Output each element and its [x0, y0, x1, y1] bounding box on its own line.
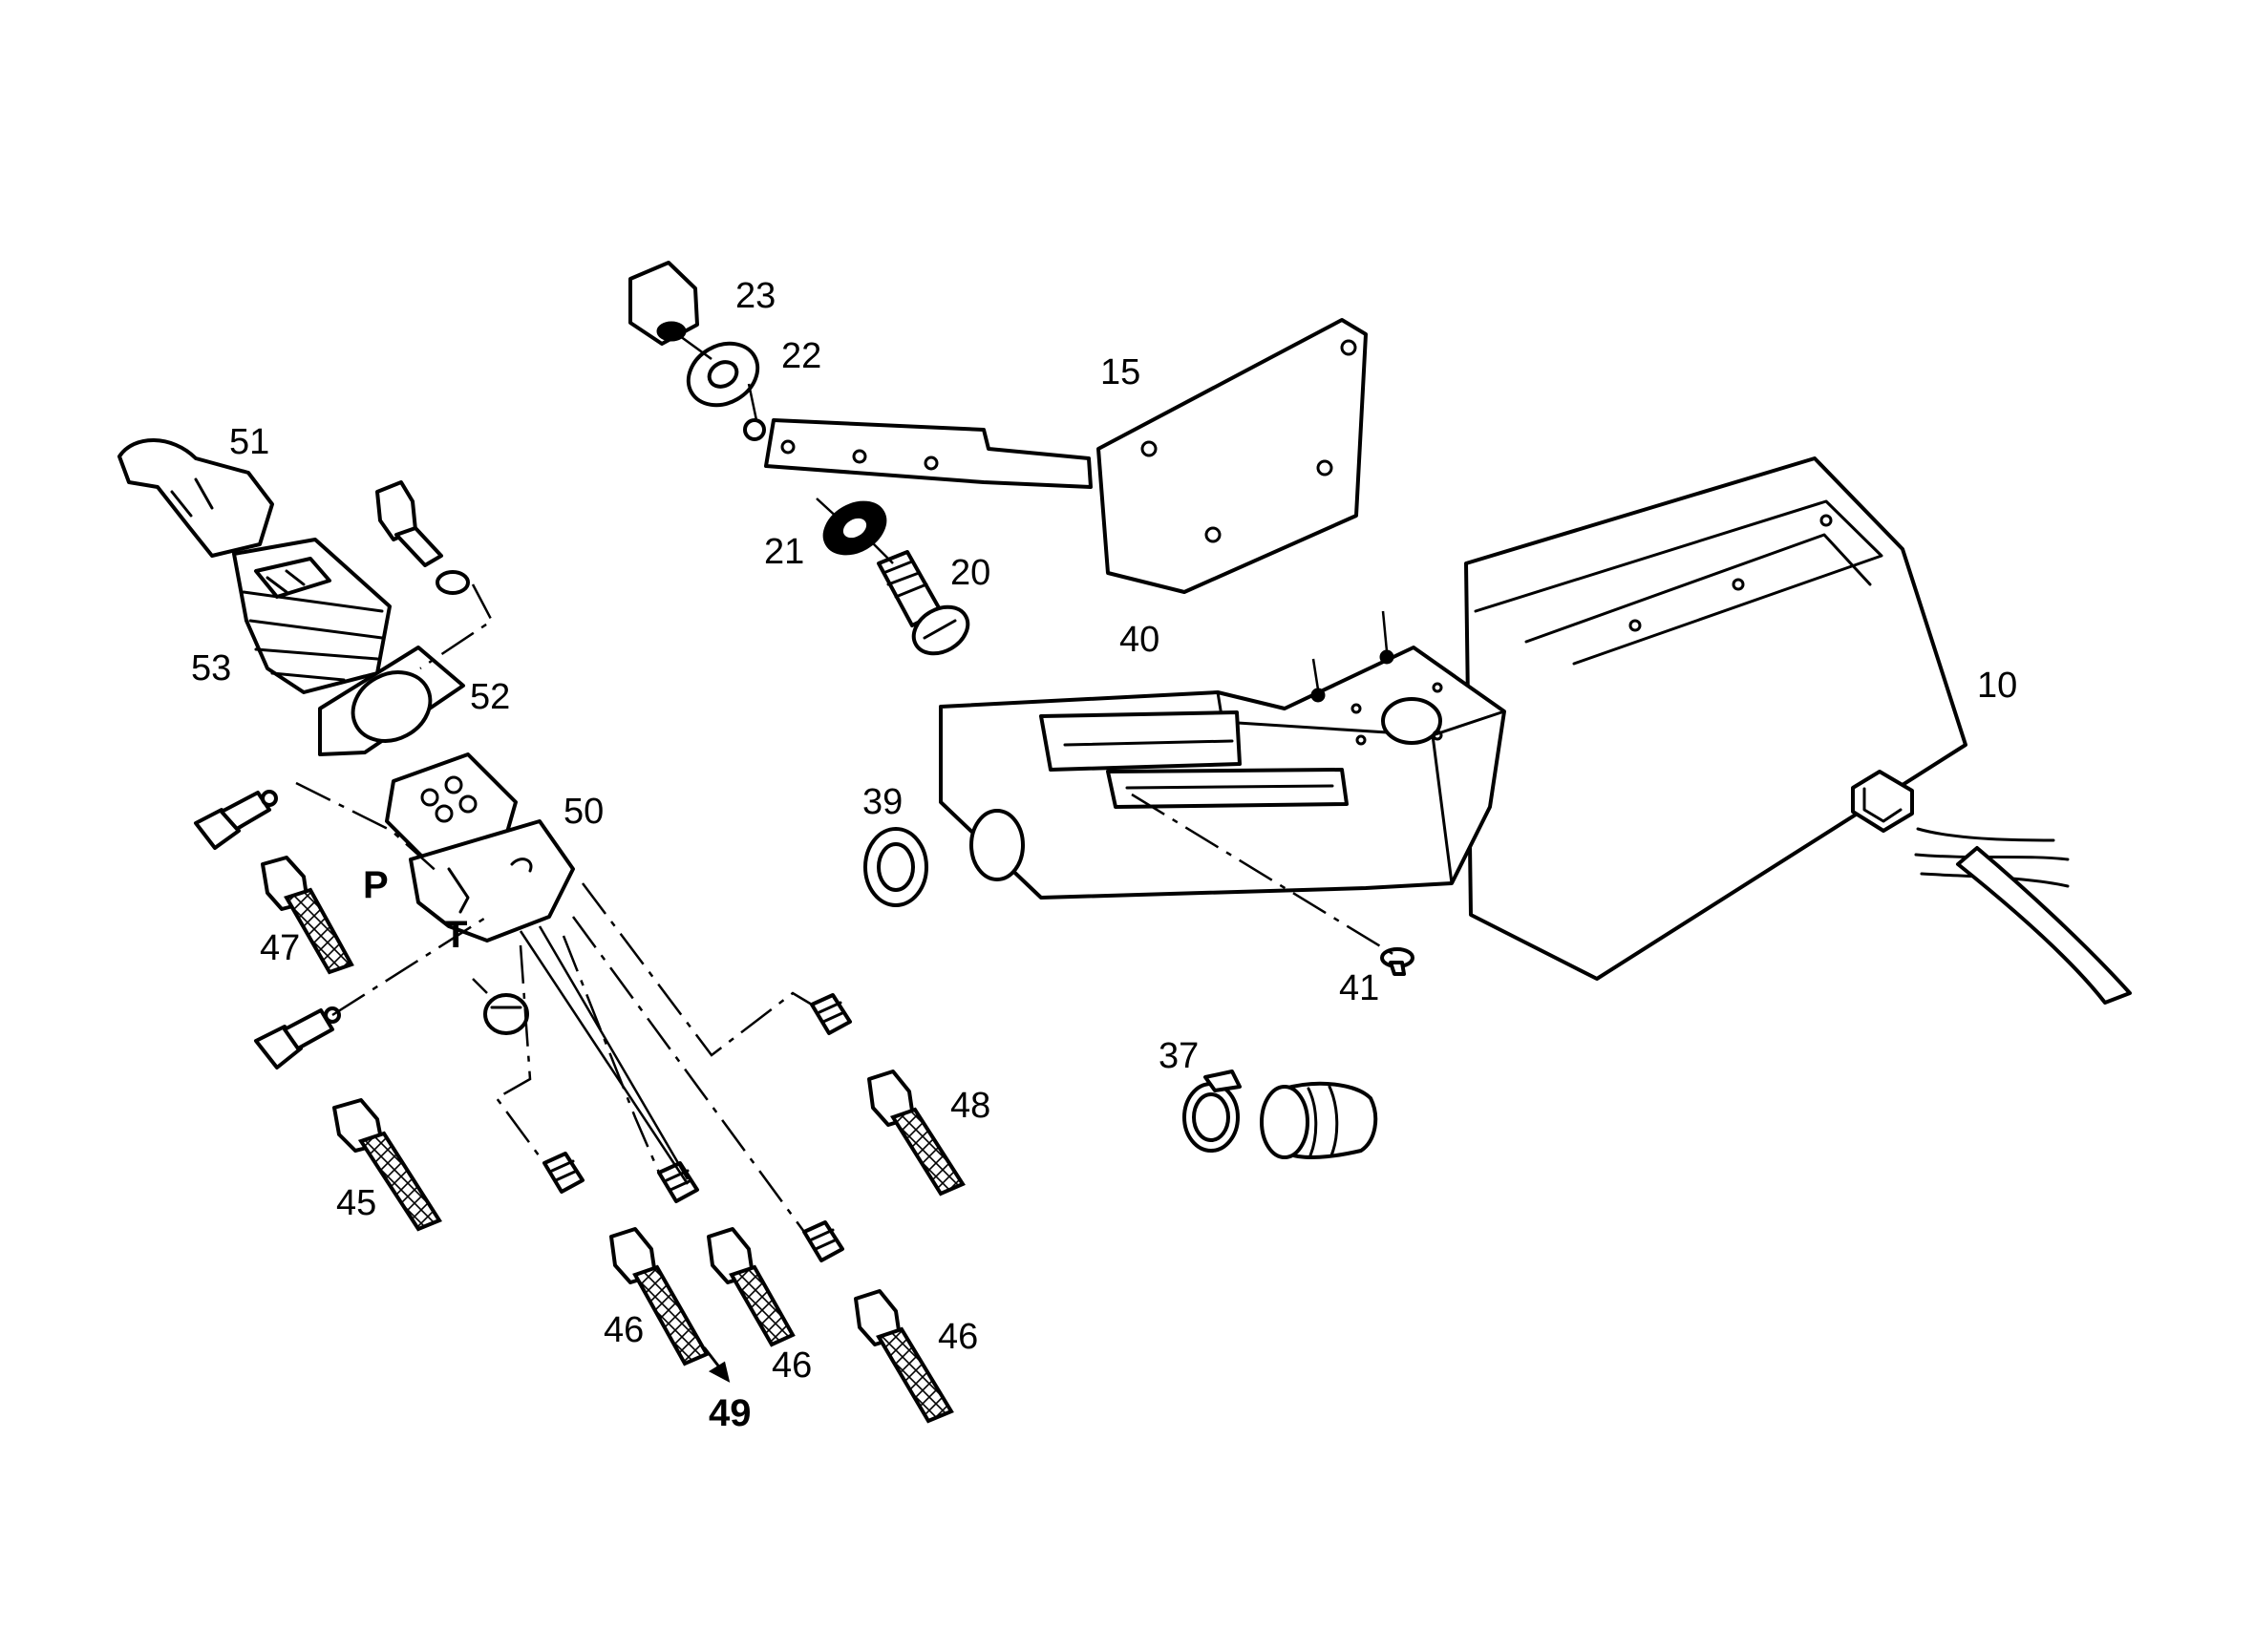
callout-22: 22 — [781, 336, 821, 376]
callout-45: 45 — [336, 1183, 376, 1223]
callout-48: 48 — [950, 1086, 990, 1126]
nut-23 — [628, 261, 699, 346]
console-front-section — [939, 610, 1506, 900]
boot-53 — [232, 538, 392, 694]
callout-10: 10 — [1977, 666, 2017, 706]
callout-20: 20 — [950, 553, 990, 593]
rubber-boot — [1260, 1081, 1378, 1159]
pedal-plate-15 — [743, 318, 1368, 594]
assembly-center-lines — [295, 334, 1395, 1233]
hose-fitting-46-c — [802, 1220, 954, 1424]
callout-53: 53 — [191, 648, 231, 688]
callout-46-a: 46 — [604, 1310, 644, 1350]
hose-fitting-46-a — [542, 1152, 710, 1366]
callout-15: 15 — [1100, 352, 1140, 392]
callout-39: 39 — [862, 782, 903, 822]
valve-body-50 — [385, 752, 575, 942]
clamp-37 — [1182, 1070, 1242, 1153]
port-label-p: P — [363, 864, 389, 906]
callout-47: 47 — [260, 928, 300, 968]
mounting-plate-52 — [318, 646, 465, 756]
grommet-39 — [863, 827, 928, 907]
hose-fitting-46-b — [657, 1161, 796, 1347]
callout-46-b: 46 — [772, 1345, 812, 1386]
bolt-20 — [877, 550, 970, 656]
washer-22 — [686, 341, 760, 408]
callout-51: 51 — [229, 422, 269, 462]
elbow-fitting-47 — [194, 790, 354, 975]
hose-fitting-48 — [810, 993, 966, 1197]
callout-46-c: 46 — [938, 1317, 978, 1357]
callout-40: 40 — [1119, 620, 1159, 660]
arrow-to-49 — [703, 1346, 731, 1383]
callout-52: 52 — [470, 677, 510, 717]
fitting-t-port — [483, 993, 529, 1035]
port-label-t: T — [444, 914, 467, 956]
joystick-handle-51 — [117, 438, 274, 558]
elbow-fitting-45 — [254, 1006, 442, 1232]
callout-50: 50 — [564, 792, 604, 832]
callout-49: 49 — [709, 1392, 752, 1434]
callout-21: 21 — [764, 532, 804, 572]
callout-41: 41 — [1339, 968, 1379, 1008]
screw-41 — [1380, 947, 1414, 976]
callout-23: 23 — [735, 276, 776, 316]
callout-37: 37 — [1159, 1036, 1199, 1076]
cap-screw — [375, 480, 470, 595]
console-housing-10 — [1464, 456, 2132, 1005]
